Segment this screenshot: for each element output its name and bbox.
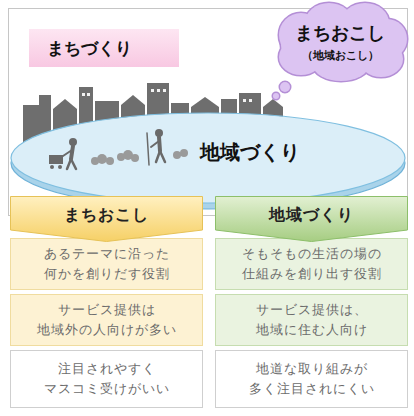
node-title: サービス提供は、 地域に住む人向け [226, 300, 397, 340]
node-title: 注目されやすく マスコミ受けがいい [21, 359, 192, 399]
content-box: 注目されやすく マスコミ受けがいい [10, 350, 203, 408]
header-chevron: 地域づくり [215, 196, 408, 242]
node-title: 地域づくり [200, 139, 300, 166]
content-box: サービス提供は 地域外の人向けが多い [10, 294, 203, 346]
node-title: まちおこし [64, 205, 149, 226]
node-title: そもそもの生活の場の 仕組みを創り出す役割 [226, 244, 397, 284]
node-title: あるテーマに沿った 何かを創りだす役割 [21, 244, 192, 284]
content-box: 地道な取り組みが 多く注目されにくい [215, 350, 408, 408]
node-title: サービス提供は 地域外の人向けが多い [21, 300, 192, 340]
cloud-node: まちおこし （地域おこし） [271, 3, 409, 81]
frame-box: まちづくり まちおこし （地域おこし） 地域づくり [8, 8, 408, 216]
header-chevron: まちおこし [10, 196, 203, 242]
node-title: まちづくり [29, 29, 179, 67]
content-box: そもそもの生活の場の 仕組みを創り出す役割 [215, 238, 408, 290]
node-title: 地道な取り組みが 多く注目されにくい [226, 359, 397, 399]
node-title: 地域づくり [269, 205, 354, 226]
content-box: サービス提供は、 地域に住む人向け [215, 294, 408, 346]
node-subtitle: （地域おこし） [302, 48, 379, 63]
node-title: まちおこし [295, 21, 385, 45]
content-box: あるテーマに沿った 何かを創りだす役割 [10, 238, 203, 290]
